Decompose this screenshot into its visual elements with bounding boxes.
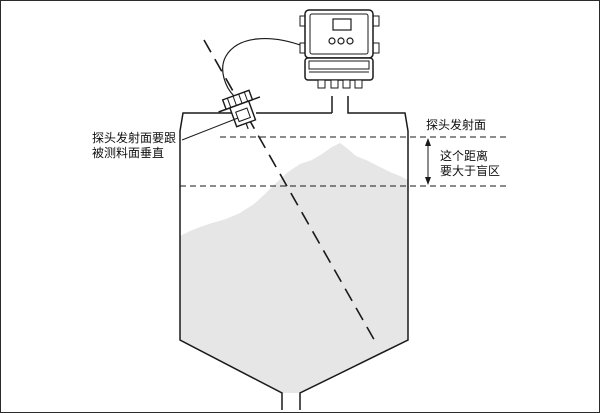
radar-probe-icon	[218, 89, 261, 130]
control-box-icon	[299, 9, 380, 89]
beam-axis-line	[203, 39, 377, 344]
material-pile	[180, 143, 408, 393]
perpendicular-label-line1: 探头发射面要跟	[92, 130, 176, 145]
cable	[222, 37, 304, 97]
silo-outline	[299, 96, 409, 410]
perpendicular-label-line2: 被测料面垂直	[92, 146, 164, 160]
emit-face-label: 探头发射面	[426, 117, 486, 132]
probe-label-leader	[181, 117, 239, 141]
distance-label-line2: 要大于盲区	[440, 163, 500, 178]
distance-arrow-bottom	[425, 177, 431, 185]
distance-label-line1: 这个距离	[440, 148, 488, 163]
distance-arrow-top	[425, 138, 431, 146]
silo-outline-left	[179, 112, 283, 410]
